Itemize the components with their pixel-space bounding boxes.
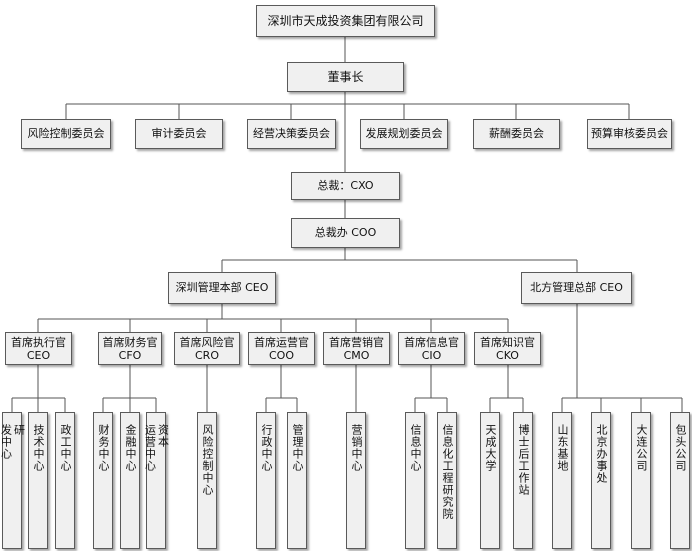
unit-text-col: 行政中心 xyxy=(260,424,273,472)
president-box: 总裁：CXO xyxy=(291,172,400,200)
unit-text-col: 运营中心 xyxy=(143,424,157,472)
unit-text-col: 信息化工程研究院 xyxy=(441,424,454,520)
unit-rd-center: 研 发中心 xyxy=(0,412,26,549)
officer-coo: 首席运营官 COO xyxy=(248,332,315,365)
unit-admin-center: 行政中心 xyxy=(256,412,276,549)
officer-cio: 首席信息官 CIO xyxy=(398,332,465,365)
unit-text-col: 财务中心 xyxy=(97,424,110,472)
unit-text-col: 大连公司 xyxy=(635,424,648,472)
unit-text-col: 信息中心 xyxy=(409,424,422,472)
committee-budget: 预算审核委员会 xyxy=(587,119,672,149)
officer-abbr: COO xyxy=(269,348,294,362)
unit-marketing-center: 营销中心 xyxy=(346,412,366,549)
officer-abbr: CKO xyxy=(496,348,519,362)
officer-abbr: CIO xyxy=(421,348,442,362)
committee-decision: 经营决策委员会 xyxy=(247,119,336,149)
unit-management-center: 管理中心 xyxy=(287,412,307,549)
unit-text-col: 研 xyxy=(12,424,26,436)
officer-title: 首席信息官 xyxy=(404,335,459,349)
officer-abbr: CEO xyxy=(26,348,51,362)
unit-dalian-company: 大连公司 xyxy=(631,412,651,549)
company-box: 深圳市天成投资集团有限公司 xyxy=(256,5,435,37)
unit-info-center: 信息中心 xyxy=(405,412,425,549)
unit-tech-center: 技术中心 xyxy=(28,412,48,549)
committee-planning: 发展规划委员会 xyxy=(360,119,448,149)
unit-capital-operations-center: 资本 运营中心 xyxy=(143,412,170,549)
unit-text-col: 技术中心 xyxy=(32,424,45,472)
unit-political-center: 政工中心 xyxy=(55,412,75,549)
north-hq-box: 北方管理总部 CEO xyxy=(521,272,632,304)
unit-shandong-base: 山东基地 xyxy=(552,412,572,549)
committee-compensation: 薪酬委员会 xyxy=(473,119,560,149)
unit-postdoc-station: 博士后工作站 xyxy=(513,412,533,549)
officer-abbr: CRO xyxy=(195,348,219,362)
shenzhen-hq-box: 深圳管理本部 CEO xyxy=(168,272,276,304)
officer-abbr: CFO xyxy=(118,348,142,362)
committee-audit: 审计委员会 xyxy=(135,119,223,149)
unit-text-col: 管理中心 xyxy=(291,424,304,472)
unit-financial-center: 金融中心 xyxy=(120,412,140,549)
officer-abbr: CMO xyxy=(343,348,370,362)
unit-text-col: 博士后工作站 xyxy=(517,424,530,496)
officer-ceo: 首席执行官 CEO xyxy=(5,332,72,365)
unit-text-col: 政工中心 xyxy=(59,424,72,472)
unit-text-col: 北京办事处 xyxy=(595,424,608,484)
unit-info-engineering-institute: 信息化工程研究院 xyxy=(437,412,457,549)
unit-text-col: 包头公司 xyxy=(674,424,687,472)
officer-title: 首席运营官 xyxy=(254,335,309,349)
officer-cmo: 首席营销官 CMO xyxy=(323,332,390,365)
officer-title: 首席财务官 xyxy=(102,335,158,349)
unit-beijing-office: 北京办事处 xyxy=(591,412,611,549)
unit-text-col: 营销中心 xyxy=(350,424,363,472)
unit-text-col: 发中心 xyxy=(0,424,13,460)
unit-risk-control-center: 风险控制中心 xyxy=(197,412,217,549)
president-office-box: 总裁办 COO xyxy=(291,218,400,248)
officer-title: 首席风险官 xyxy=(179,335,235,349)
unit-baotou-company: 包头公司 xyxy=(670,412,690,549)
committee-risk-control: 风险控制委员会 xyxy=(21,119,111,149)
chairman-box: 董事长 xyxy=(287,62,404,92)
unit-text-col: 天成大学 xyxy=(484,424,497,472)
officer-cro: 首席风险官 CRO xyxy=(174,332,240,365)
unit-text-col: 风险控制中心 xyxy=(201,424,214,496)
officer-title: 首席营销官 xyxy=(329,335,384,349)
unit-text-col: 金融中心 xyxy=(124,424,137,472)
unit-text-col: 资本 xyxy=(156,424,170,448)
officer-cfo: 首席财务官 CFO xyxy=(98,332,162,365)
officer-title: 首席执行官 xyxy=(11,335,66,349)
unit-tiancheng-university: 天成大学 xyxy=(480,412,500,549)
unit-finance-center: 财务中心 xyxy=(93,412,113,549)
unit-text-col: 山东基地 xyxy=(556,424,569,472)
officer-title: 首席知识官 xyxy=(480,335,535,349)
officer-cko: 首席知识官 CKO xyxy=(474,332,541,365)
